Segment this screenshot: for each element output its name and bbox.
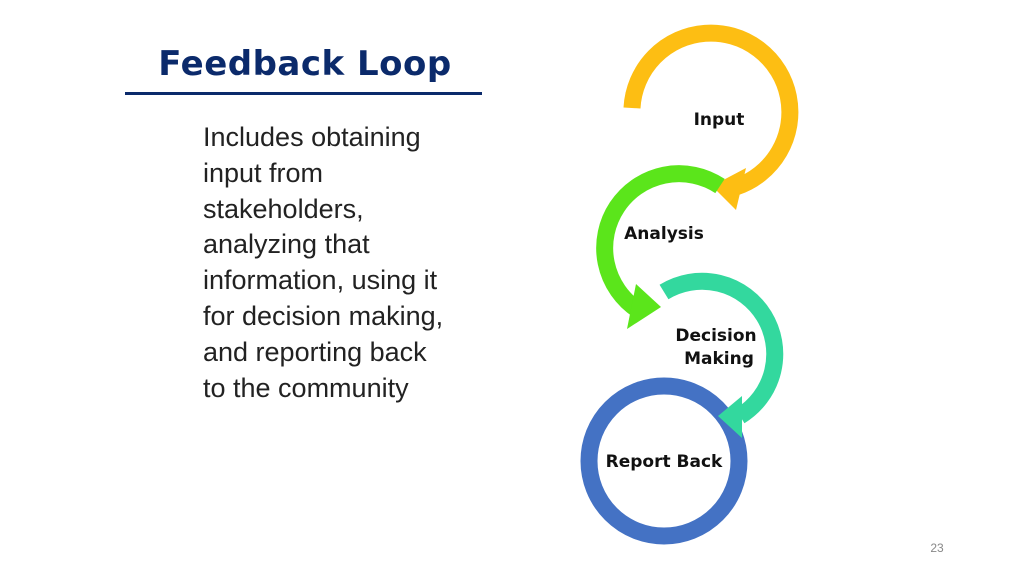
slide-body-text: Includes obtaining input from stakeholde… [203,122,444,403]
input-ring [623,24,799,210]
step-label-decision: Decision [675,326,756,346]
analysis-ring [596,165,725,329]
decision-making-ring [659,272,784,438]
input-arrowhead [712,168,746,210]
report-back-ring [580,377,748,545]
analysis-arrowhead [627,284,661,329]
step-label-analysis: Analysis [624,224,704,244]
step-label-making: Making [684,349,754,369]
step-label-decision-making: Decision Making [675,326,762,369]
slide-title: Feedback Loop [158,44,452,84]
decision-making-arrowhead [718,396,742,438]
step-label-input: Input [694,110,745,130]
page-number: 23 [930,541,944,555]
step-label-report-back: Report Back [606,452,723,472]
title-underline [125,92,482,95]
